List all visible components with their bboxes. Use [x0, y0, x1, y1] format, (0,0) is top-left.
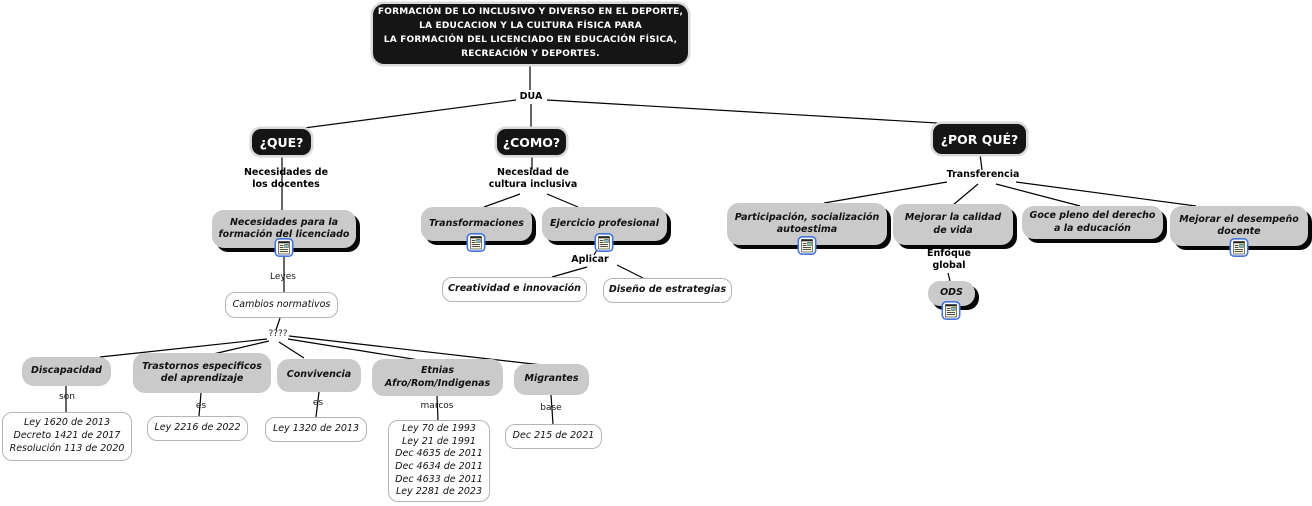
- resource-icon[interactable]: [594, 233, 614, 254]
- link-label-es-trastornos[interactable]: es: [195, 401, 207, 411]
- node-que[interactable]: ¿QUE?: [252, 129, 311, 155]
- resource-icon[interactable]: [797, 236, 817, 257]
- node-normas-discapacidad[interactable]: Ley 1620 de 2013 Decreto 1421 de 2017 Re…: [2, 412, 132, 461]
- link-label-son[interactable]: son: [59, 392, 75, 402]
- link-label-dua[interactable]: DUA: [519, 91, 543, 102]
- resource-icon[interactable]: [274, 238, 294, 259]
- node-creatividad[interactable]: Creatividad e innovación: [442, 277, 587, 302]
- node-goce-derecho[interactable]: Goce pleno del derecho a la educación: [1022, 206, 1163, 239]
- resource-icon[interactable]: [941, 301, 961, 322]
- node-migrantes[interactable]: Migrantes: [514, 364, 589, 395]
- resource-icon[interactable]: [466, 233, 486, 254]
- node-discapacidad[interactable]: Discapacidad: [22, 357, 111, 386]
- node-normas-etnias[interactable]: Ley 70 de 1993 Ley 21 de 1991 Dec 4635 d…: [388, 420, 490, 502]
- link-label-leyes[interactable]: Leyes: [270, 272, 296, 282]
- link-label-enfoque-global[interactable]: Enfoque global: [927, 248, 971, 272]
- link-label-es-convivencia[interactable]: es: [312, 398, 324, 408]
- node-trastornos[interactable]: Trastornos especificos del aprendizaje: [133, 353, 271, 393]
- map-title-node[interactable]: FORMACIÓN DE LO INCLUSIVO Y DIVERSO EN E…: [373, 4, 688, 64]
- node-diseno-estrategias[interactable]: Diseño de estrategias: [603, 278, 732, 303]
- node-convivencia[interactable]: Convivencia: [277, 359, 361, 392]
- link-label-necesidades-docentes[interactable]: Necesidades de los docentes: [243, 167, 329, 191]
- node-etnias[interactable]: Etnias Afro/Rom/Indigenas: [372, 359, 503, 396]
- node-norma-migrantes[interactable]: Dec 215 de 2021: [505, 424, 602, 449]
- link-label-aplicar[interactable]: Aplicar: [571, 254, 609, 265]
- link-label-marcos[interactable]: marcos: [420, 401, 454, 411]
- node-como[interactable]: ¿COMO?: [497, 129, 566, 155]
- node-por-que[interactable]: ¿POR QUÉ?: [933, 124, 1026, 154]
- resource-icon[interactable]: [1229, 238, 1249, 259]
- link-label-unknown[interactable]: ????: [268, 329, 288, 339]
- link-label-transferencia[interactable]: Transferencia: [946, 169, 1020, 180]
- node-norma-trastornos[interactable]: Ley 2216 de 2022: [147, 416, 248, 441]
- node-necesidades-formacion[interactable]: Necesidades para la formación del licenc…: [212, 210, 356, 248]
- link-label-base[interactable]: base: [540, 403, 562, 413]
- node-norma-convivencia[interactable]: Ley 1320 de 2013: [265, 417, 367, 442]
- node-calidad-vida[interactable]: Mejorar la calidad de vida: [893, 204, 1013, 245]
- node-cambios-normativos[interactable]: Cambios normativos: [225, 292, 338, 318]
- link-label-necesidad-cultura[interactable]: Necesidad de cultura inclusiva: [488, 167, 578, 191]
